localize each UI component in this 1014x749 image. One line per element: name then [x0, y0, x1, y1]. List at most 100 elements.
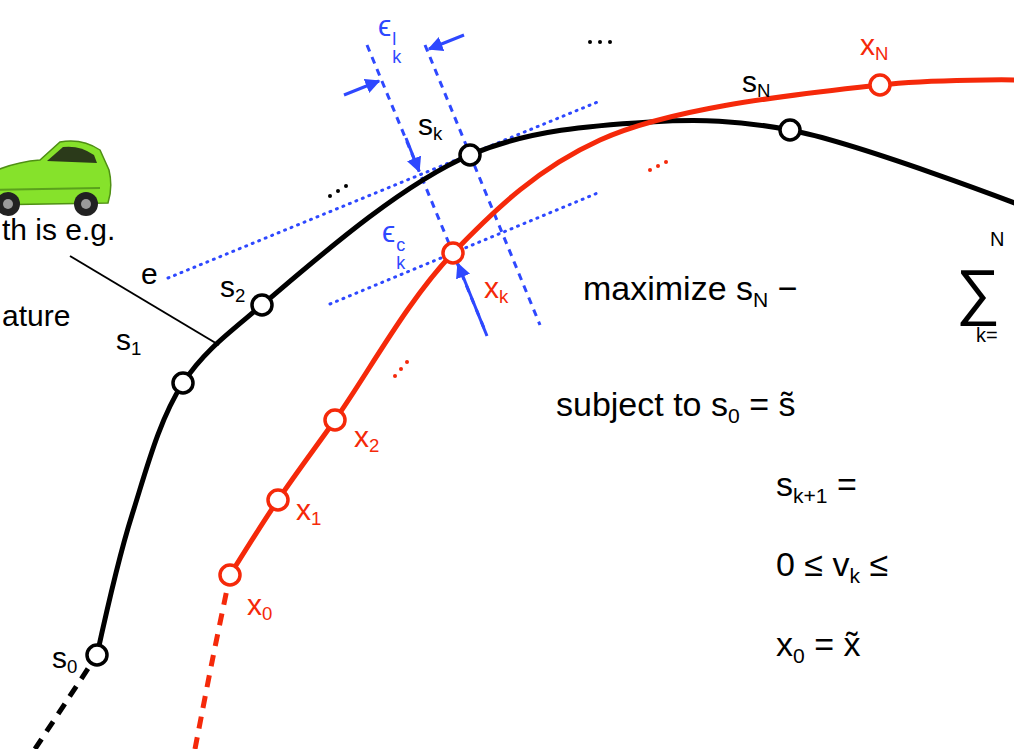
state-point [870, 75, 890, 95]
label-part: ϵ [382, 215, 395, 248]
tangent-line [330, 192, 600, 304]
label-part: th is e.g. [2, 213, 115, 246]
math-label: N [990, 229, 1004, 249]
path-point [87, 645, 107, 665]
dot [344, 184, 348, 188]
label-part: x [296, 493, 311, 526]
label-part: = x̃ [805, 625, 861, 663]
car-rim [81, 199, 91, 209]
subscript: k [499, 286, 508, 307]
subscript: k [433, 123, 442, 144]
subscript: 0 [262, 603, 272, 624]
dot [399, 367, 403, 371]
math-label: sk [416, 110, 444, 140]
superscript: c [396, 236, 405, 254]
reference-points [87, 120, 800, 665]
math-label: s2 [220, 272, 245, 302]
label-part: x [354, 420, 369, 453]
math-label: ature [2, 301, 70, 331]
math-label: x0 = x̃ [776, 627, 860, 661]
subscript: k [396, 254, 405, 272]
tangent-line [168, 101, 600, 278]
path-point [173, 373, 193, 393]
car-window [47, 147, 97, 163]
lag-arrow [429, 35, 464, 49]
superscript: l [392, 30, 401, 48]
contour-arrow [406, 138, 419, 171]
subscript: k [849, 564, 860, 587]
label-part: x [860, 28, 875, 61]
label-part: s [116, 323, 131, 356]
label-part: − [768, 269, 797, 307]
subscript: 2 [235, 285, 245, 306]
subscript: 1 [131, 338, 141, 359]
path-point [252, 295, 272, 315]
trajectory-points [220, 75, 890, 585]
label-part: ≤ [860, 545, 888, 583]
label-part: k= [976, 324, 998, 346]
math-label: sk+1 = [776, 467, 857, 501]
dot [648, 168, 652, 172]
path-point [780, 120, 800, 140]
trajectory-path [230, 80, 1014, 575]
label-part: s [52, 641, 67, 674]
label-part: s [776, 465, 793, 503]
car-picture [0, 141, 111, 216]
label-part: subject to s [556, 385, 728, 423]
subscript: k [392, 48, 401, 66]
math-label: x2 [354, 422, 379, 452]
label-part: = s̃ [740, 385, 796, 423]
label-part: 0 ≤ v [776, 545, 849, 583]
math-label: maximize sN − [583, 271, 798, 305]
label-part: maximize s [583, 269, 753, 307]
subscript: 0 [67, 656, 77, 677]
subscript: 2 [369, 435, 379, 456]
subscript: 1 [311, 508, 321, 529]
subscript: 0 [793, 644, 805, 667]
dot [336, 189, 340, 193]
index-stack: kl [392, 30, 401, 66]
math-label: ϵkc [380, 217, 407, 263]
dot [656, 164, 660, 168]
lag-arrow [344, 81, 379, 95]
label-part: ∑ [956, 257, 1000, 326]
label-part: = [828, 465, 857, 503]
car-wheel [0, 192, 20, 216]
math-label: e [141, 259, 158, 289]
math-label: s0 [52, 643, 77, 673]
math-label: th is e.g. [2, 215, 115, 245]
dot [393, 374, 397, 378]
label-part: x [247, 588, 262, 621]
trajectory-dashed [195, 575, 230, 749]
dot [588, 40, 592, 44]
reference-path [97, 121, 1014, 655]
math-label: ∑ [956, 261, 1000, 323]
math-label: ϵkl [376, 11, 403, 57]
subscript: N [753, 288, 768, 311]
label-part: x [776, 625, 793, 663]
dot [598, 40, 602, 44]
subscript: N [875, 43, 888, 64]
label-part: ature [2, 299, 70, 332]
label-part: x [484, 271, 499, 304]
math-label: s1 [116, 325, 141, 355]
label-part: ϵ [378, 9, 391, 42]
math-label: sN [742, 67, 770, 97]
math-label: x0 [247, 590, 272, 620]
state-point [325, 410, 345, 430]
math-label: x1 [296, 495, 321, 525]
math-label: xk [482, 273, 510, 303]
state-point [220, 565, 240, 585]
label-part: s [418, 108, 433, 141]
math-label: subject to s0 = s̃ [556, 387, 795, 421]
leader-line [70, 256, 219, 345]
car-wheel [74, 192, 98, 216]
dot [405, 360, 409, 364]
state-point [268, 490, 288, 510]
ellipsis-dots [393, 160, 668, 378]
math-label: k= [976, 325, 998, 345]
subscript: 0 [728, 404, 740, 427]
dot [608, 40, 612, 44]
